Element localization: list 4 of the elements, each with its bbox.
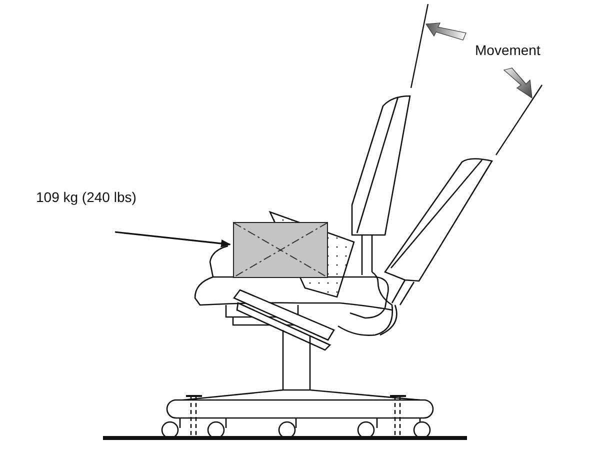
leader-arrow	[114, 231, 231, 248]
weight-block	[233, 222, 328, 278]
weight-label: 109 kg (240 lbs)	[36, 189, 136, 205]
annotation-label: Movement	[475, 42, 540, 58]
